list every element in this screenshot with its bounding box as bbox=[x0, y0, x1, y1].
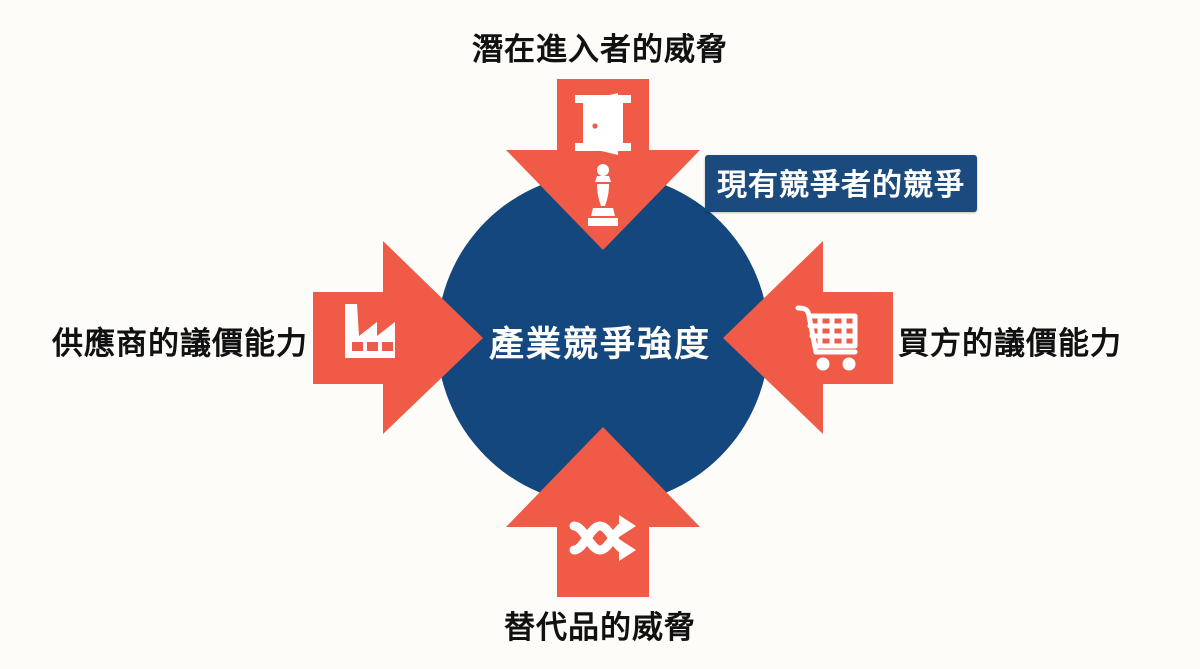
label-buyers: 買方的議價能力 bbox=[898, 326, 1122, 361]
shuffle-arrowheads bbox=[619, 515, 636, 561]
center-circle bbox=[437, 173, 769, 505]
label-new-entrants: 潛在進入者的威脅 bbox=[472, 32, 728, 67]
arrow-left-suppliers[interactable] bbox=[313, 241, 483, 434]
arrow-bottom-shape bbox=[506, 427, 700, 597]
arrow-right-shape bbox=[723, 241, 893, 434]
label-substitutes: 替代品的威脅 bbox=[504, 610, 696, 645]
chess-piece-icon bbox=[588, 164, 618, 226]
label-rivalry-highlighted[interactable]: 現有競爭者的競爭 bbox=[705, 155, 977, 212]
label-suppliers: 供應商的議價能力 bbox=[52, 326, 308, 361]
arrow-right-buyers[interactable] bbox=[723, 241, 893, 434]
arrow-top-new-entrants[interactable] bbox=[506, 79, 700, 250]
door-icon bbox=[575, 93, 631, 155]
shopping-cart-icon bbox=[795, 305, 858, 355]
shopping-cart-wheels bbox=[816, 357, 856, 371]
arrow-left-shape bbox=[313, 241, 483, 434]
shuffle-icon bbox=[569, 521, 631, 555]
arrow-bottom-substitutes[interactable] bbox=[506, 427, 700, 597]
factory-icon bbox=[345, 304, 395, 358]
